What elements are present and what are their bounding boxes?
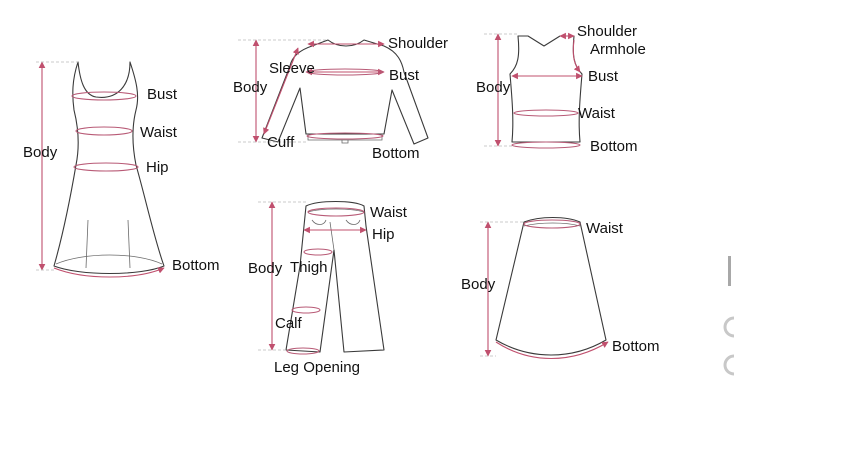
tank-outline bbox=[509, 35, 583, 143]
dress-waist-measure bbox=[75, 126, 133, 136]
skirt-bottom-label: Bottom bbox=[612, 338, 660, 355]
circle-fragment-icon bbox=[723, 316, 735, 338]
pants-leg-opening-label: Leg Opening bbox=[274, 359, 360, 376]
pants-thigh-label: Thigh bbox=[290, 259, 328, 276]
tank-armhole-measure bbox=[572, 39, 581, 73]
sweater-sleeve-label: Sleeve bbox=[269, 60, 315, 77]
pants-calf-label: Calf bbox=[275, 315, 303, 332]
pants-waist-measure bbox=[307, 207, 365, 217]
skirt-outline bbox=[495, 216, 607, 356]
skirt-waist-label: Waist bbox=[586, 220, 624, 237]
dress-hip-label: Hip bbox=[146, 159, 169, 176]
tank-body-label: Body bbox=[476, 79, 511, 96]
sweater-outline bbox=[261, 39, 429, 145]
sweater-bust-ellipse bbox=[306, 68, 384, 76]
pants-leg-opening-measure bbox=[286, 347, 320, 355]
sweater-bottom-label: Bottom bbox=[372, 145, 420, 162]
tank-bottom-label: Bottom bbox=[590, 138, 638, 155]
tank-bust-label: Bust bbox=[588, 68, 619, 85]
dress-bust-label: Bust bbox=[147, 86, 178, 103]
tank-bottom-measure bbox=[511, 141, 581, 149]
pants-waist-label: Waist bbox=[370, 204, 408, 221]
skirt-body-label: Body bbox=[461, 276, 496, 293]
skirt-diagram: Waist Body Bottom bbox=[461, 216, 660, 360]
skirt-waist-measure bbox=[523, 219, 581, 229]
sweater-diagram: Shoulder Sleeve Bust Body Cuff Bottom bbox=[233, 35, 448, 162]
tank-waist-measure bbox=[513, 109, 579, 117]
dress-bust-measure bbox=[71, 91, 137, 101]
pants-thigh-measure bbox=[303, 248, 333, 256]
sweater-cuff-label: Cuff bbox=[267, 134, 295, 151]
pants-hip-label: Hip bbox=[372, 226, 395, 243]
dress-body-label: Body bbox=[23, 144, 58, 161]
pants-calf-measure bbox=[291, 306, 321, 314]
skirt-bottom-measure bbox=[495, 341, 609, 360]
sweater-bottom-measure bbox=[306, 132, 384, 140]
sweater-body-label: Body bbox=[233, 79, 268, 96]
tank-shoulder-label: Shoulder bbox=[577, 23, 637, 40]
dress-outline bbox=[53, 61, 165, 274]
tank-armhole-label: Armhole bbox=[590, 41, 646, 58]
dress-bottom-measure bbox=[53, 267, 165, 278]
sweater-bust-label: Bust bbox=[389, 67, 420, 84]
pants-body-label: Body bbox=[248, 260, 283, 277]
dress-hip-measure bbox=[73, 162, 139, 172]
dress-bottom-label: Bottom bbox=[172, 257, 220, 274]
sweater-sleeve-measure bbox=[263, 47, 299, 135]
dress-waist-label: Waist bbox=[140, 124, 178, 141]
dress-diagram: Bust Waist Hip Body Bottom bbox=[23, 61, 220, 278]
sweater-shoulder-label: Shoulder bbox=[388, 35, 448, 52]
pants-diagram: Waist Hip Body Thigh Calf Leg Opening bbox=[248, 200, 408, 376]
scrollbar-fragment bbox=[728, 256, 731, 286]
tank-waist-label: Waist bbox=[578, 105, 616, 122]
tank-diagram: Shoulder Armhole Bust Body Waist Bottom bbox=[476, 23, 646, 155]
circle-fragment-icon bbox=[723, 354, 735, 376]
